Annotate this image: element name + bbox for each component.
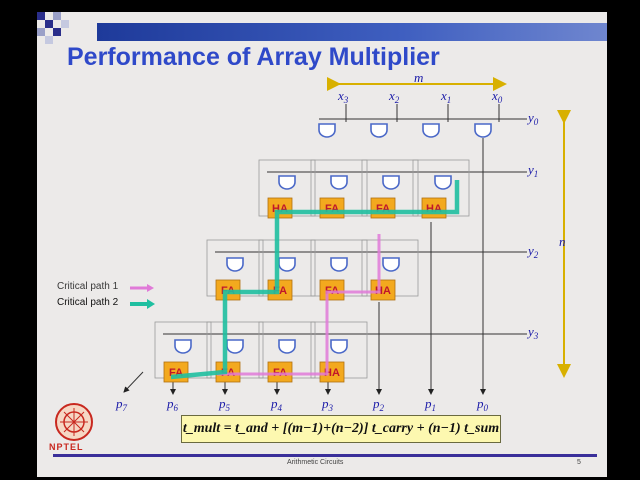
corner-decoration	[37, 12, 69, 44]
cell-r2-c3-box	[370, 279, 396, 301]
array-multiplier-diagram: m n x3 x2 x1 x0 y0 y1 y2 y3	[115, 70, 571, 412]
critical-path-2	[170, 180, 460, 380]
cell-r3-c2-box	[267, 361, 293, 383]
and-gate-r3-c0	[174, 339, 192, 354]
and-gate-r1-c1	[330, 175, 348, 190]
output-labels: p7 p6 p5 p4 p3 p2 p1 p0	[115, 396, 489, 412]
formula-box: t_mult = t_and + [(m−1)+(n−2)] t_carry +…	[181, 415, 501, 443]
x1-label: x1	[440, 88, 451, 105]
p1-label: p1	[424, 396, 436, 412]
and-gate-r2-c1	[278, 257, 296, 272]
x-input-labels: x3 x2 x1 x0	[337, 88, 503, 105]
nptel-logo-icon	[55, 403, 93, 441]
p0-label: p0	[476, 396, 489, 412]
and-gate-r0-c3	[474, 123, 492, 138]
title-bar	[97, 23, 607, 41]
m-dimension-arrow: m	[327, 70, 507, 91]
footer-rule	[53, 454, 597, 457]
y1-label: y1	[526, 162, 538, 179]
and-gate-r3-c1	[226, 339, 244, 354]
p2-label: p2	[372, 396, 385, 412]
and-gate-r1-c0	[278, 175, 296, 190]
m-label: m	[414, 70, 423, 85]
and-gate-r0-c2	[422, 123, 440, 138]
p7-label: p7	[115, 396, 128, 412]
background-wiring	[154, 159, 470, 379]
and-gate-r3-c2	[278, 339, 296, 354]
legend-arrows	[130, 284, 155, 309]
p3-label: p3	[321, 396, 334, 412]
and-gate-r0-c0	[318, 123, 336, 138]
p5-label: p5	[218, 396, 231, 412]
y-wires	[163, 118, 527, 335]
n-dimension-arrow: n	[557, 110, 571, 378]
n-label: n	[559, 234, 566, 249]
slide-title: Performance of Array Multiplier	[67, 43, 440, 71]
legend-critical-path-2: Critical path 2	[57, 297, 119, 308]
and-gate-r3-c3	[330, 339, 348, 354]
slide: Performance of Array Multiplier m n	[37, 12, 607, 477]
x3-label: x3	[337, 88, 349, 105]
and-gate-r2-c0	[226, 257, 244, 272]
legend-critical-path-1: Critical path 1	[57, 281, 119, 292]
y2-label: y2	[526, 243, 539, 260]
and-gate-r2-c2	[330, 257, 348, 272]
footer-text: Arithmetic Circuits	[287, 459, 344, 466]
and-gate-r1-c2	[382, 175, 400, 190]
p4-label: p4	[270, 396, 283, 412]
page-number: 5	[577, 459, 581, 466]
y3-label: y3	[526, 324, 539, 341]
y0-label: y0	[526, 110, 539, 127]
and-gate-r2-c3	[382, 257, 400, 272]
and-gates	[174, 123, 492, 354]
nptel-logo-text: NPTEL	[49, 442, 84, 452]
x-wires	[345, 104, 500, 122]
x0-label: x0	[491, 88, 503, 105]
output-wires	[123, 138, 486, 395]
x2-label: x2	[388, 88, 400, 105]
p6-label: p6	[166, 396, 179, 412]
and-gate-r1-c3	[434, 175, 452, 190]
y-input-labels: y0 y1 y2 y3	[526, 110, 539, 341]
and-gate-r0-c1	[370, 123, 388, 138]
critical-path-1	[217, 234, 381, 376]
